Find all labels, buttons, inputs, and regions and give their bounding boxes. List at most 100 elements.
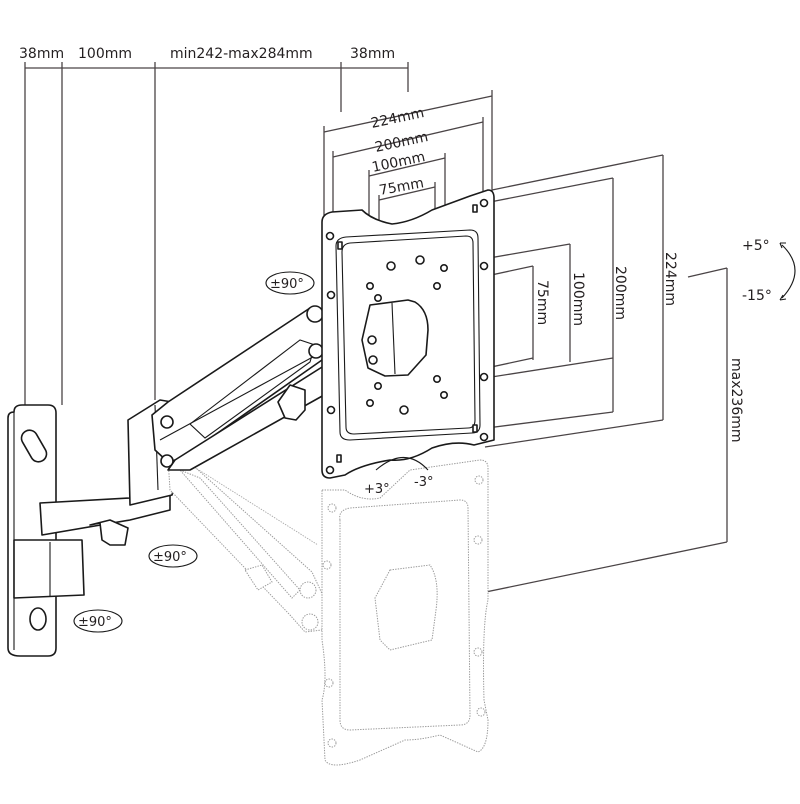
tilt-up-label: +5°	[742, 238, 770, 254]
wall-plate	[7, 399, 177, 657]
vesa-hole-75	[373, 381, 382, 390]
top-dimension-lines: 38mm 100mm min242-max284mm 38mm	[19, 46, 409, 405]
tilt-down-label: -15°	[742, 288, 772, 304]
wall-slot-top	[20, 429, 48, 463]
dim-label-38mm-left: 38mm	[19, 46, 64, 62]
ghost-tension-knob	[244, 564, 273, 591]
dim-label-75-v: 75mm	[534, 280, 550, 325]
swivel-arm-label: ±90°	[153, 550, 187, 565]
elbow-pivot-top	[160, 415, 174, 429]
tilt-arrowhead-top	[779, 242, 786, 249]
dim-75-h	[378, 186, 436, 201]
vesa-hole-100	[365, 398, 374, 407]
vesa-hole-200-224	[325, 231, 335, 241]
plate-marker	[337, 241, 343, 250]
swivel-wall-label: ±90°	[78, 615, 112, 630]
plate-rivet	[386, 261, 396, 271]
dim-200-v-bot	[486, 411, 614, 429]
elbow-pivot-bot	[160, 454, 174, 468]
ghost-hole	[476, 707, 486, 717]
ghost-hole	[473, 647, 483, 657]
dim-224-v-top	[491, 154, 664, 191]
level-left-label: +3°	[364, 482, 390, 497]
dim-200-h	[332, 121, 484, 158]
dim-label-max236: max236mm	[728, 358, 744, 443]
ghost-arm-inner	[179, 469, 301, 599]
vesa-hole-75	[432, 374, 441, 383]
tilt-arrowhead-bot	[779, 294, 787, 301]
ghost-hole	[327, 738, 337, 748]
level-annotation: +3° -3°	[364, 457, 433, 497]
center-tilt-bracket	[361, 299, 429, 377]
dim-label-75-h: 75mm	[378, 175, 425, 199]
plate-marker	[336, 454, 342, 463]
dim-200-v-bot-link	[484, 357, 614, 379]
vesa-hole-200-224	[479, 198, 489, 208]
vesa-hole-200	[326, 290, 336, 300]
ghost-hole	[324, 678, 334, 688]
vesa-hole-75	[432, 281, 441, 290]
cable-clip	[89, 519, 129, 546]
ghost-hole	[327, 503, 337, 513]
vesa-hole-200	[326, 405, 336, 415]
vesa-plate-inner-frame	[335, 229, 481, 441]
ghost-arc-line	[174, 454, 319, 546]
dim-200-v-top	[484, 177, 614, 204]
swivel-wall-arc-icon	[73, 609, 123, 633]
swivel-plate-label: ±90°	[270, 277, 304, 292]
dim-label-100mm: 100mm	[78, 46, 132, 62]
height-dim-top	[687, 267, 728, 278]
swivel-plate-arc-icon	[265, 271, 315, 295]
vesa-hole-200-224	[479, 432, 489, 442]
dim-100-h	[368, 157, 446, 177]
wall-slot-bottom	[29, 607, 47, 631]
level-arc-arrow-icon	[375, 457, 429, 471]
vesa-plate-inner-frame-2	[341, 235, 476, 435]
wall-hinge-block	[13, 539, 85, 599]
vesa-hole-200	[479, 372, 489, 382]
tilt-arc-arrow-icon	[781, 244, 796, 299]
dim-224-v-bot	[484, 419, 664, 448]
gas-arm-lower-edge	[159, 351, 323, 441]
dim-label-min-max: min242-max284mm	[170, 46, 313, 62]
dim-label-224-v: 224mm	[662, 252, 678, 306]
tension-knob	[277, 384, 306, 421]
vesa-hole-100	[439, 390, 448, 399]
gas-spring-arm	[151, 305, 334, 471]
ghost-pivot-top	[299, 581, 317, 599]
ghost-hole	[322, 560, 332, 570]
dim-label-38mm-right: 38mm	[350, 46, 395, 62]
vesa-hole-100	[365, 281, 374, 290]
plate-marker	[472, 204, 478, 213]
arm-pivot-mid	[308, 343, 324, 359]
vesa-hole-200	[479, 261, 489, 271]
ghost-hole	[474, 475, 484, 485]
plate-rivet	[399, 405, 409, 415]
plate-rivet	[415, 255, 425, 265]
ghost-hole	[473, 535, 483, 545]
bracket-screw	[367, 335, 377, 345]
arm-pivot-top	[306, 305, 324, 323]
swivel-annotations: ±90° ±90° ±90°	[73, 271, 315, 633]
height-adjust-dim: max236mm	[475, 267, 744, 595]
dim-label-100-v: 100mm	[570, 272, 586, 326]
tilt-annotation: +5° -15°	[742, 238, 796, 304]
ghost-center-bracket	[374, 564, 438, 651]
dim-label-224-h: 224mm	[370, 105, 426, 132]
swivel-arm-arc-icon	[148, 544, 198, 568]
vesa-plate	[321, 189, 495, 479]
level-right-label: -3°	[414, 475, 433, 490]
vesa-vertical-dims: 75mm 100mm 200mm 224mm	[439, 154, 678, 448]
height-dim-bot	[475, 541, 728, 595]
dim-224-h	[323, 95, 493, 133]
lowered-position-ghost	[167, 451, 489, 766]
plate-marker	[472, 424, 478, 433]
ghost-pivot-bot	[301, 613, 319, 631]
bracket-edge	[391, 302, 396, 375]
vesa-hole-100	[439, 263, 448, 272]
bracket-screw	[368, 355, 378, 365]
vesa-hole-75	[373, 293, 382, 302]
vesa-hole-200-224	[325, 465, 335, 475]
